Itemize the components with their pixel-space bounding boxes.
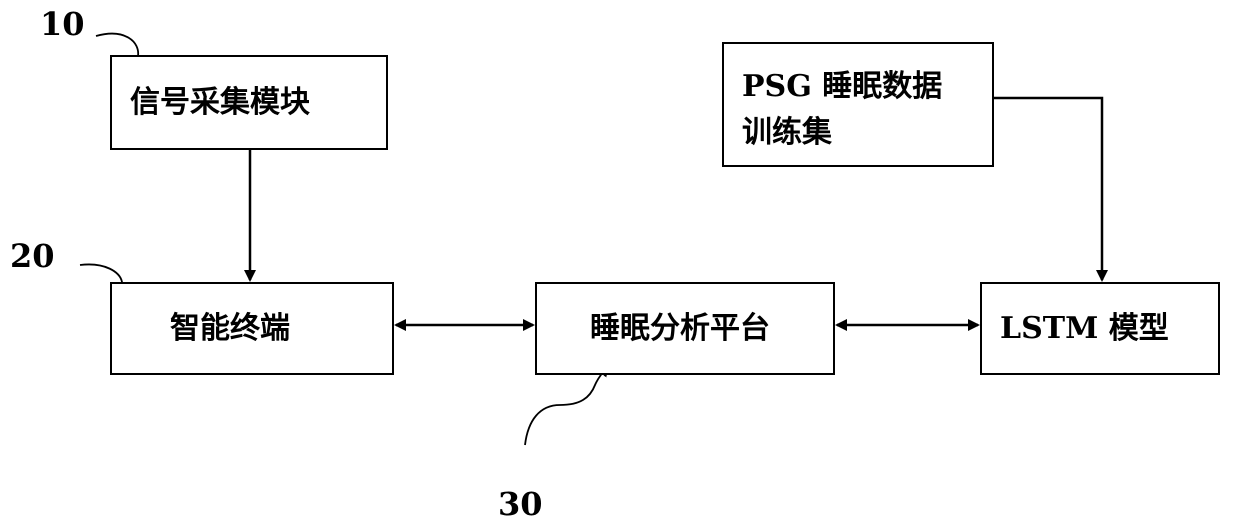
leader-30 xyxy=(525,366,608,445)
reference-number-20: 20 xyxy=(10,240,55,272)
arrow-psg-to-lstm xyxy=(994,98,1102,280)
psg-training-set-label-line2: 训练集 xyxy=(742,118,832,148)
smart-terminal-label: 智能终端 xyxy=(170,314,290,344)
signal-acquisition-module-label: 信号采集模块 xyxy=(130,88,310,118)
reference-number-10: 10 xyxy=(40,8,85,40)
lstm-model-label: LSTM 模型 xyxy=(1000,314,1169,344)
psg-training-set-label-line1: PSG 睡眠数据 xyxy=(742,72,942,102)
reference-number-30: 30 xyxy=(498,488,543,520)
sleep-analysis-platform-label: 睡眠分析平台 xyxy=(590,314,770,344)
